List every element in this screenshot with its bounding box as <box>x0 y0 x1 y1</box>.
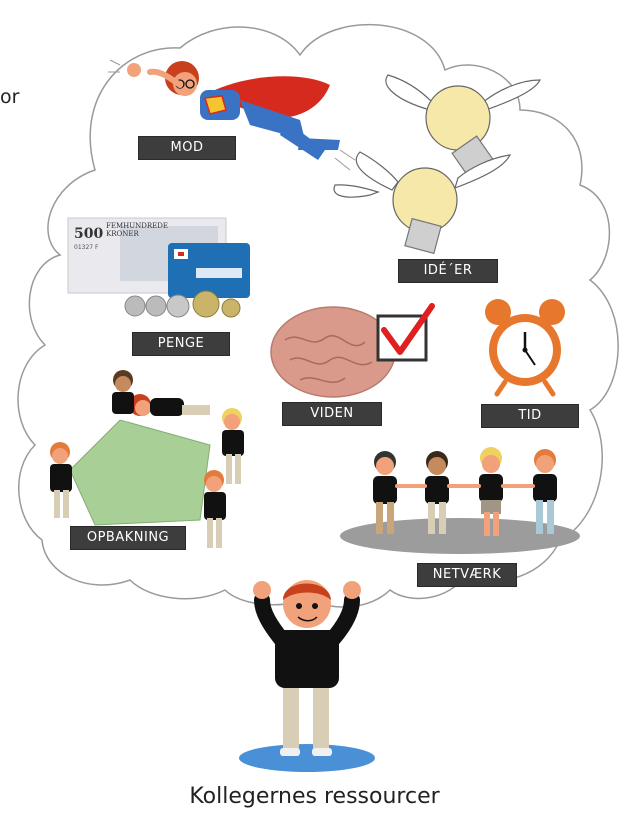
person-right-bottom <box>204 470 226 548</box>
money-illustration <box>67 217 250 318</box>
alarm-clock-icon <box>485 299 565 397</box>
label-opbakning: OPBAKNING <box>70 526 186 550</box>
network-person-1 <box>373 451 397 534</box>
network-person-3 <box>479 447 503 536</box>
main-person <box>239 580 375 772</box>
winged-bulbs <box>333 74 541 255</box>
support-group <box>50 370 244 548</box>
label-penge: PENGE <box>132 332 230 356</box>
network-person-2 <box>425 451 449 534</box>
label-mod: MOD <box>138 136 236 160</box>
banknote-line-1: FEMHUNDREDE <box>106 222 168 230</box>
label-tid: TID <box>481 404 579 428</box>
label-netvaerk: NETVÆRK <box>417 563 517 587</box>
brain-with-checkmark <box>270 303 435 398</box>
person-left <box>50 442 72 518</box>
label-ideer: IDÉ´ER <box>398 259 498 283</box>
network-group <box>340 447 580 554</box>
banknote-serial: 01327 F <box>74 244 99 251</box>
network-person-4 <box>533 449 557 534</box>
banknote-line-2: KRONER <box>106 230 139 238</box>
person-top-left <box>112 370 134 414</box>
person-lying-on-blanket <box>129 394 210 416</box>
superhero-figure <box>108 59 356 171</box>
label-viden: VIDEN <box>282 402 382 426</box>
cropped-side-text: or <box>0 86 20 108</box>
banknote-amount: 500 <box>74 226 103 242</box>
caption: Kollegernes ressourcer <box>189 784 440 809</box>
person-right-top <box>222 408 244 484</box>
